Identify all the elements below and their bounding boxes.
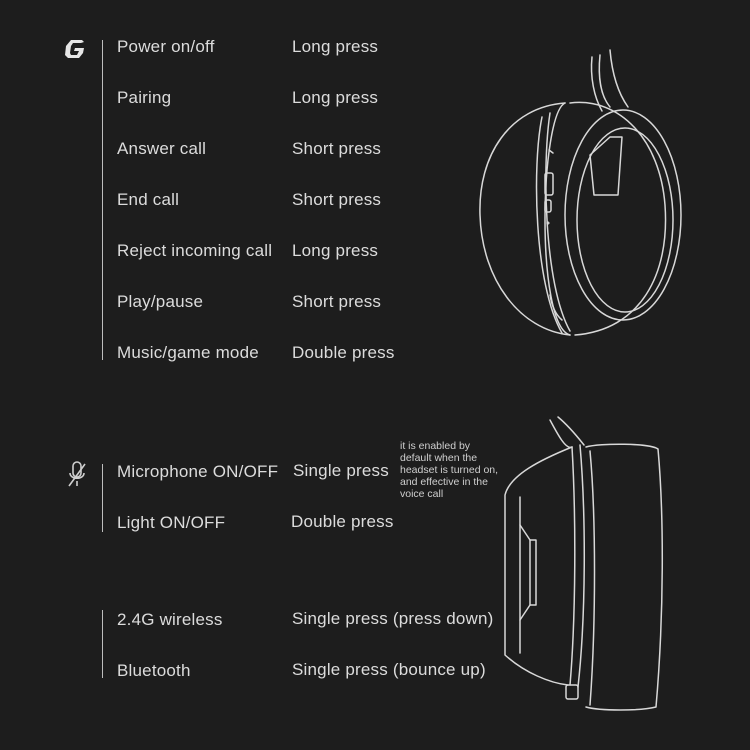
action-label: Play/pause [117,292,204,311]
action-label: Power on/off [117,37,215,56]
group3-divider [102,610,103,678]
action-label: Microphone ON/OFF [117,462,279,481]
g-logo-icon [62,36,88,62]
microphone-muted-icon [66,460,88,490]
press-label: Short press [292,292,382,311]
press-label: Single press (bounce up) [292,660,486,679]
press-label: Single press [293,461,389,480]
action-label: End call [117,190,180,209]
action-label: Answer call [117,139,207,158]
press-label: Long press [292,37,379,56]
earcup-front-illustration [479,49,682,336]
earcup-side-illustration [504,416,664,711]
press-label: Single press (press down) [292,609,494,628]
action-label: Bluetooth [117,661,191,680]
press-label: Long press [292,241,379,260]
action-label: Music/game mode [117,343,259,362]
press-label: Double press [292,343,395,362]
action-label: Light ON/OFF [117,513,226,532]
press-label: Short press [292,190,382,209]
action-label: Pairing [117,88,172,107]
microphone-note: it is enabled by default when the headse… [400,440,499,500]
action-label: Reject incoming call [117,241,273,260]
group2-divider [102,464,103,532]
press-label: Long press [292,88,379,107]
group1-divider [102,40,103,360]
action-label: 2.4G wireless [117,610,223,629]
press-label: Double press [291,512,394,531]
press-label: Short press [292,139,382,158]
